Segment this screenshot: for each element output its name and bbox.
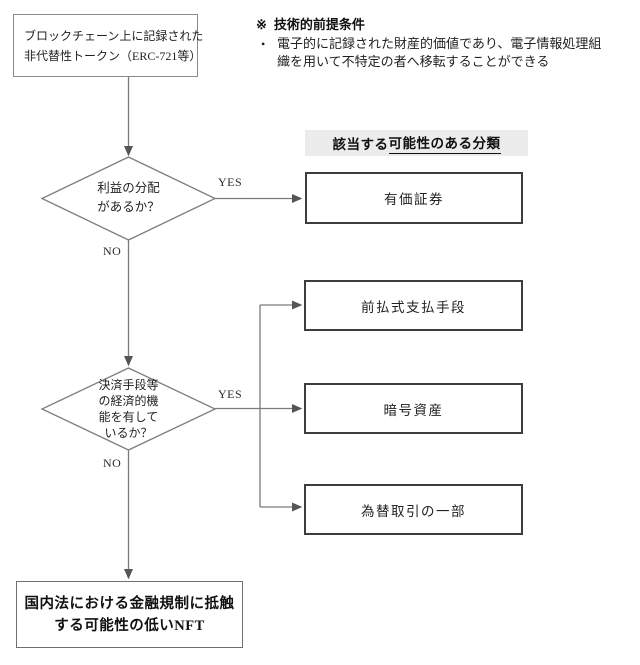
outcome-exchange-label: 為替取引の一部 bbox=[361, 503, 466, 519]
technical-precondition-note: ※ 技術的前提条件 • 電子的に記録された財産的価値であり、電子情報処理組 織を… bbox=[256, 16, 634, 71]
decision1-line2: があるか？ bbox=[97, 200, 160, 214]
decision2-line4: いるか？ bbox=[104, 426, 153, 440]
decision2-no-label: NO bbox=[103, 456, 122, 470]
decision2-diamond bbox=[40, 367, 217, 451]
note-bullet-line2: 織を用いて不特定の者へ移転することができる bbox=[277, 54, 550, 69]
start-node: ブロックチェーン上に記録された 非代替性トークン（ERC-721等） bbox=[13, 14, 204, 77]
outcome-exchange-transaction: 為替取引の一部 bbox=[304, 484, 523, 535]
note-bullet-line1: 電子的に記録された財産的価値であり、電子情報処理組 bbox=[277, 36, 602, 51]
decision2-line3: 能を有して bbox=[98, 410, 159, 424]
category-header-prefix: 該当する bbox=[332, 137, 389, 152]
decision2-yes-label: YES bbox=[218, 387, 243, 401]
category-header: 該当する可能性のある分類 bbox=[305, 130, 528, 156]
end-node-line2: する可能性の低いNFT bbox=[54, 617, 205, 634]
note-title: ※ 技術的前提条件 bbox=[256, 16, 634, 34]
note-bullet-text: 電子的に記録された財産的価値であり、電子情報処理組 織を用いて不特定の者へ移転す… bbox=[277, 35, 634, 71]
end-node-line1: 国内法における金融規制に抵触 bbox=[24, 595, 235, 612]
decision2-label: 決済手段等 の経済的機 能を有して いるか？ bbox=[48, 377, 209, 441]
decision1-diamond bbox=[40, 156, 217, 241]
outcome-prepaid-label: 前払式支払手段 bbox=[361, 299, 466, 315]
note-bullet-item: • 電子的に記録された財産的価値であり、電子情報処理組 織を用いて不特定の者へ移… bbox=[256, 35, 634, 71]
outcome-crypto-label: 暗号資産 bbox=[383, 402, 444, 418]
outcome-prepaid-payment: 前払式支払手段 bbox=[304, 280, 523, 331]
category-header-underlined: 可能性のある分類 bbox=[388, 132, 501, 154]
bullet-icon: • bbox=[261, 37, 266, 51]
start-node-line1: ブロックチェーン上に記録された bbox=[24, 28, 204, 43]
outcome-crypto-asset: 暗号資産 bbox=[304, 383, 523, 434]
decision1-label: 利益の分配 があるか？ bbox=[48, 179, 209, 217]
start-node-line2: 非代替性トークン（ERC-721等） bbox=[24, 48, 202, 63]
end-node: 国内法における金融規制に抵触 する可能性の低いNFT bbox=[16, 581, 243, 648]
decision2-line2: の経済的機 bbox=[98, 394, 159, 408]
reference-mark-icon: ※ bbox=[256, 17, 267, 32]
note-title-text: 技術的前提条件 bbox=[273, 17, 365, 32]
decision2-line1: 決済手段等 bbox=[98, 378, 159, 392]
decision1-yes-label: YES bbox=[218, 175, 243, 189]
decision1-no-label: NO bbox=[103, 244, 122, 258]
decision1-line1: 利益の分配 bbox=[97, 181, 160, 195]
outcome-securities: 有価証券 bbox=[305, 172, 523, 224]
outcome-securities-label: 有価証券 bbox=[384, 192, 444, 207]
